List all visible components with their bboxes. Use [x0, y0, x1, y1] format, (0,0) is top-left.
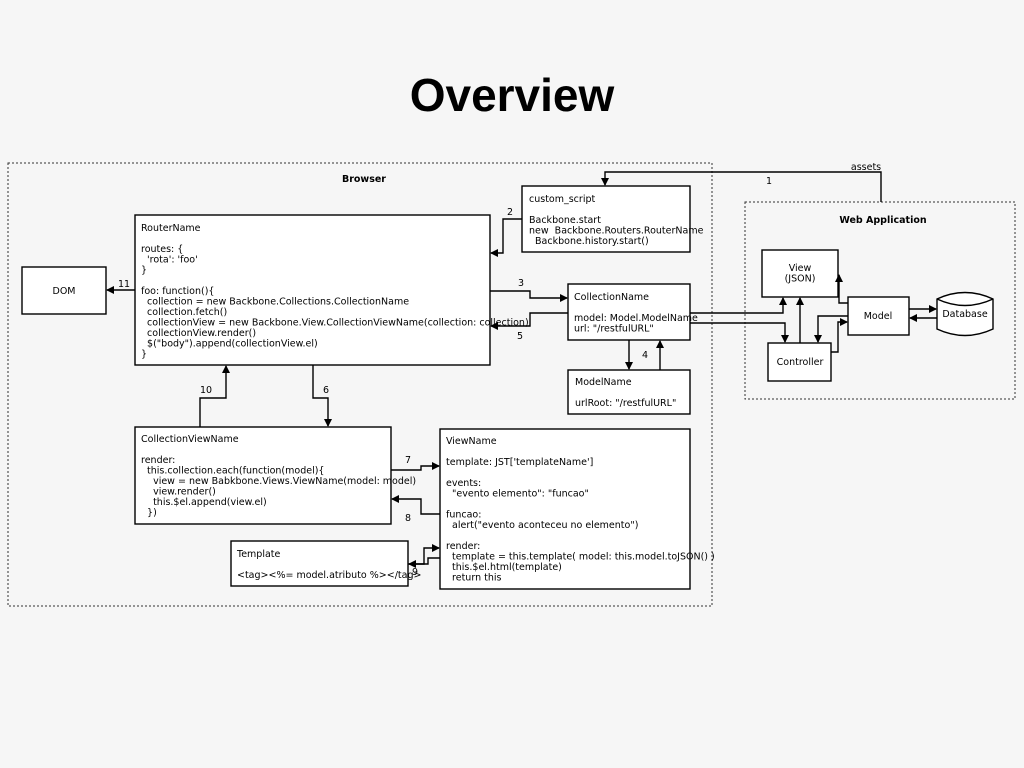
text-line: collection = new Backbone.Collections.Co…: [141, 297, 409, 308]
browser-label: Browser: [342, 174, 386, 185]
text-line: model: Model.ModelName: [574, 313, 698, 324]
label-7: 7: [405, 455, 411, 466]
label-9: 9: [412, 567, 418, 578]
label-1: 1: [766, 176, 772, 187]
text-line: }: [141, 265, 147, 276]
database-label: Database: [942, 309, 987, 320]
text-line: CollectionName: [574, 292, 649, 303]
text-line: events:: [446, 478, 481, 489]
text-line: url: "/restfulURL": [574, 324, 654, 335]
router-text: RouterName routes: { 'rota': 'foo'} foo: f…: [141, 223, 529, 360]
text-line: collection.fetch(): [141, 307, 227, 318]
text-line: <tag><%= model.atributo %></tag>: [237, 570, 421, 581]
connectors: [106, 171, 937, 568]
text-line: }: [141, 349, 147, 360]
text-line: 'rota': 'foo': [141, 255, 198, 266]
label-11: 11: [118, 279, 130, 290]
model-name-text: ModelName urlRoot: "/restfulURL": [575, 377, 676, 409]
server-view-node: View(JSON): [761, 249, 839, 298]
text-line: Backbone.history.start(): [529, 236, 649, 247]
text-line: "evento elemento": "funcao": [446, 489, 589, 500]
web-application-label: Web Application: [839, 215, 927, 226]
text-line: RouterName: [141, 223, 201, 234]
server-view-text: View(JSON): [785, 263, 816, 285]
text-line: new Backbone.Routers.RouterName: [529, 226, 704, 237]
label-8: 8: [405, 513, 411, 524]
text-line: collectionView = new Backbone.View.Colle…: [141, 318, 529, 329]
text-line: foo: function(){: [141, 286, 214, 297]
dom-label: DOM: [53, 286, 76, 297]
label-3: 3: [518, 278, 524, 289]
controller-node: Controller: [767, 342, 832, 382]
text-line: CollectionViewName: [141, 434, 239, 445]
label-6: 6: [323, 385, 329, 396]
text-line: }): [141, 508, 157, 519]
text-line: urlRoot: "/restfulURL": [575, 398, 676, 409]
text-line: this.$el.html(template): [446, 562, 562, 573]
text-line: collectionView.render(): [141, 328, 256, 339]
text-line: View: [789, 263, 812, 274]
template-node: Template <tag><%= model.atributo %></tag>: [230, 540, 421, 587]
database-node: Database: [936, 291, 994, 337]
text-line: (JSON): [785, 274, 816, 285]
model-name-node: ModelName urlRoot: "/restfulURL": [567, 369, 691, 415]
collection-view-node: CollectionViewName render: this.collectio…: [134, 426, 416, 525]
assets-label: assets: [851, 162, 881, 173]
text-line: view.render(): [141, 487, 216, 498]
text-line: template = this.template( model: this.mo…: [446, 552, 715, 563]
text-line: this.collection.each(function(model){: [141, 466, 324, 477]
view-name-text: ViewName template: JST['templateName'] eve…: [446, 436, 715, 584]
server-model-node: Model: [847, 296, 910, 336]
text-line: render:: [446, 541, 480, 552]
collection-view-text: CollectionViewName render: this.collectio…: [141, 434, 416, 519]
label-5: 5: [517, 331, 523, 342]
web-application-frame: Web Application: [744, 201, 1016, 400]
browser-frame: Browser: [7, 162, 713, 607]
page-title: Overview: [409, 69, 615, 121]
text-line: funcao:: [446, 510, 481, 521]
text-line: this.$el.append(view.el): [141, 497, 267, 508]
text-line: custom_script: [529, 194, 595, 205]
server-model-label: Model: [864, 311, 893, 322]
view-name-node: ViewName template: JST['templateName'] eve…: [439, 428, 715, 590]
text-line: render:: [141, 455, 175, 466]
text-line: ViewName: [446, 436, 497, 447]
text-line: alert("evento aconteceu no elemento"): [446, 520, 638, 531]
text-line: routes: {: [141, 244, 183, 255]
text-line: Backbone.start: [529, 215, 601, 226]
router-node: RouterName routes: { 'rota': 'foo'} foo: f…: [134, 214, 529, 366]
arrow-labels: assets 1 2 3 4 5 6 7 8 9 10 11: [118, 162, 881, 578]
template-text: Template <tag><%= model.atributo %></tag>: [236, 549, 421, 581]
label-2: 2: [507, 207, 513, 218]
dom-node: DOM: [21, 266, 107, 315]
controller-label: Controller: [777, 357, 824, 368]
text-line: $("body").append(collectionView.el): [141, 339, 318, 350]
label-10: 10: [200, 385, 212, 396]
text-line: view = new Babkbone.Views.ViewName(model…: [141, 476, 416, 487]
text-line: return this: [446, 573, 501, 584]
label-4: 4: [642, 350, 648, 361]
text-line: Template: [236, 549, 281, 560]
text-line: template: JST['templateName']: [446, 457, 593, 468]
text-line: ModelName: [575, 377, 632, 388]
